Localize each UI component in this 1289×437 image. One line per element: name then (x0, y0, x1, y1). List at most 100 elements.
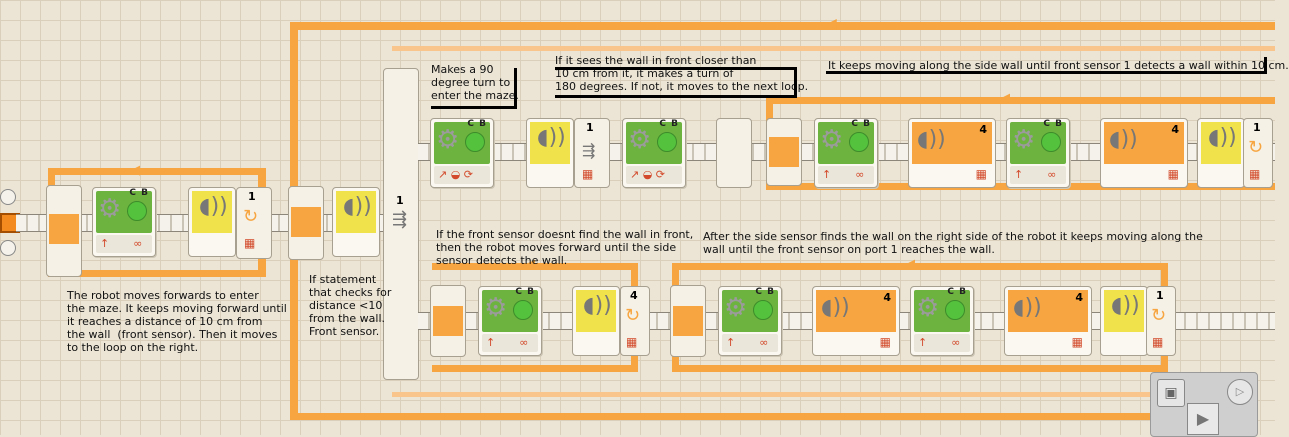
loop-3-start[interactable] (430, 285, 466, 357)
ultrasonic-sensor-icon: ◖)) (1111, 293, 1140, 318)
comment-border (1264, 57, 1267, 74)
comment-enter-maze[interactable]: The robot moves forwards to enter the ma… (67, 289, 287, 354)
lower-branch-frame-bottom (392, 392, 1152, 397)
ultrasonic-sensor-icon: ◖)) (1109, 127, 1138, 152)
ultrasonic-sensor-icon: ◖)) (1208, 125, 1237, 150)
move-block-6[interactable]: ⚙ C B ↑∞ (478, 286, 542, 356)
start-port-icon[interactable] (0, 189, 16, 205)
comment-side-sensor[interactable]: After the side sensor finds the wall on … (703, 230, 1203, 256)
loop-3-end[interactable]: 4 ↻ ▦ (620, 286, 650, 356)
ultrasonic-sensor-icon: ◖)) (583, 293, 612, 318)
motor-icon (1041, 132, 1061, 152)
block-settings-icons: ↗ ◒ ⟳ (434, 166, 490, 184)
comment-border (794, 67, 797, 97)
gear-icon: ⚙ (484, 293, 508, 323)
gear-icon: ⚙ (436, 125, 460, 155)
upper-branch-frame-top (392, 46, 1275, 51)
sensor-port-icon: ▦ (244, 236, 256, 250)
move-block-3[interactable]: ⚙ C B ↗ ◒ ⟳ (622, 118, 686, 188)
gear-icon: ⚙ (724, 293, 748, 323)
loop-arrow-icon: ◀ (826, 16, 837, 32)
loop-1-start[interactable] (46, 185, 82, 277)
motor-icon (465, 132, 485, 152)
ultrasonic-sensor-block-4[interactable]: ◖)) (572, 286, 620, 356)
loop-1-bottom (48, 270, 266, 277)
navigation-widget[interactable]: ▣ ▷ ▶ (1150, 372, 1258, 437)
switch-block[interactable]: 1 ⇶ (383, 68, 419, 380)
nxt-brick-icon[interactable]: ▣ (1157, 379, 1185, 407)
move-block-7[interactable]: ⚙ C B ↑∞ (718, 286, 782, 356)
download-run-icon[interactable]: ▶ (1187, 403, 1219, 435)
ultrasonic-wait-block-4[interactable]: ◖)) 4 ▦ (1004, 286, 1092, 356)
loop-arrows-icon: ↻ (243, 206, 259, 227)
ultrasonic-sensor-block-1[interactable]: ◖)) (188, 187, 236, 257)
loop-arrow-icon: ◀ (905, 257, 915, 272)
ultrasonic-sensor-block-switch[interactable]: ◖)) (332, 187, 380, 257)
move-block-8[interactable]: ⚙ C B ↑∞ (910, 286, 974, 356)
loop-4-top (672, 263, 1168, 270)
infinity-icon: ∞ (951, 336, 961, 349)
move-block-5[interactable]: ⚙ C B ↑∞ (1006, 118, 1070, 188)
ultrasonic-sensor-block-3[interactable]: ◖)) (1197, 118, 1245, 188)
loop-4-end[interactable]: 1 ↻ ▦ (1146, 286, 1176, 356)
start-port-icon-2[interactable] (0, 240, 16, 256)
motor-icon (849, 132, 869, 152)
motor-icon (945, 300, 965, 320)
ultrasonic-sensor-icon: ◖)) (1013, 295, 1042, 320)
loop-2-end[interactable]: 1 ↻ ▦ (1243, 118, 1273, 188)
comment-front-sensor[interactable]: If the front sensor doesnt find the wall… (436, 228, 694, 267)
comment-if-statement[interactable]: If statement that checks for distance <1… (309, 273, 392, 338)
motor-icon (657, 132, 677, 152)
loop-arrow-icon: ◀ (525, 257, 535, 272)
comment-side-wall[interactable]: It keeps moving along the side wall unti… (828, 59, 1289, 72)
loop-2-start[interactable] (766, 118, 802, 186)
switch-nested[interactable]: 1 ⇶ ▦ (574, 118, 610, 188)
ultrasonic-wait-block-3[interactable]: ◖)) 4 ▦ (812, 286, 900, 356)
gear-icon: ⚙ (1012, 125, 1036, 155)
sensor-port-icon: ▦ (582, 167, 594, 181)
arrow-icon: ↑ (100, 237, 110, 250)
arrow-icon: ↑ (486, 336, 496, 349)
move-block-1[interactable]: ⚙ C B ↑∞ (92, 187, 156, 257)
arrow-icon: ↑ (726, 336, 736, 349)
ultrasonic-sensor-block-2[interactable]: ◖)) (526, 118, 574, 188)
sensor-port-icon: ▦ (1249, 167, 1261, 181)
loop-2-top (766, 97, 1275, 104)
infinity-icon: ∞ (133, 237, 143, 250)
infinity-icon: ∞ (519, 336, 529, 349)
ultrasonic-sensor-block-5[interactable]: ◖)) (1100, 286, 1148, 356)
loop-arrows-icon: ↻ (1151, 305, 1167, 326)
infinity-icon: ∞ (1047, 168, 1057, 181)
loop-arrows-icon: ↻ (1248, 137, 1264, 158)
ultrasonic-sensor-icon: ◖)) (199, 194, 228, 219)
comment-90-turn[interactable]: Makes a 90 degree turn to enter the maze… (431, 63, 519, 102)
ultrasonic-wait-block-2[interactable]: ◖)) 4 ▦ (1100, 118, 1188, 188)
gear-icon: ⚙ (820, 125, 844, 155)
ultrasonic-sensor-icon: ◖)) (821, 295, 850, 320)
loop-arrow-icon: ◀ (1000, 91, 1010, 106)
arrow-icon: ↑ (1014, 168, 1024, 181)
switch-start[interactable] (288, 186, 324, 260)
gear-icon: ⚙ (98, 194, 122, 224)
sensor-port-icon: ▦ (1152, 335, 1164, 349)
ultrasonic-wait-block-1[interactable]: ◖)) 4 ▦ (908, 118, 996, 188)
comment-border (555, 95, 797, 98)
sensor-port-icon: ▦ (1071, 335, 1083, 349)
loop-4-bottom (672, 365, 1168, 372)
infinity-icon: ∞ (759, 336, 769, 349)
comment-180-turn[interactable]: If it sees the wall in front closer than… (555, 54, 808, 93)
loop-arrows-icon: ↻ (625, 305, 641, 326)
block-settings-icons: ↗ ◒ ⟳ (626, 166, 682, 184)
loop-4-start[interactable] (670, 285, 706, 357)
infinity-icon: ∞ (855, 168, 865, 181)
switch-branch-icon: ⇶ (392, 209, 408, 230)
loop-3-bottom (432, 365, 638, 372)
arrow-icon: ↑ (822, 168, 832, 181)
move-block-2[interactable]: ⚙ C B ↗ ◒ ⟳ (430, 118, 494, 188)
loop-1-end[interactable]: 1 ↻ ▦ (236, 187, 272, 259)
sensor-port-icon: ▦ (879, 335, 891, 349)
ultrasonic-sensor-icon: ◖)) (343, 194, 372, 219)
switch-nested-end[interactable] (716, 118, 752, 188)
move-block-4[interactable]: ⚙ C B ↑∞ (814, 118, 878, 188)
play-icon[interactable]: ▷ (1227, 379, 1253, 405)
